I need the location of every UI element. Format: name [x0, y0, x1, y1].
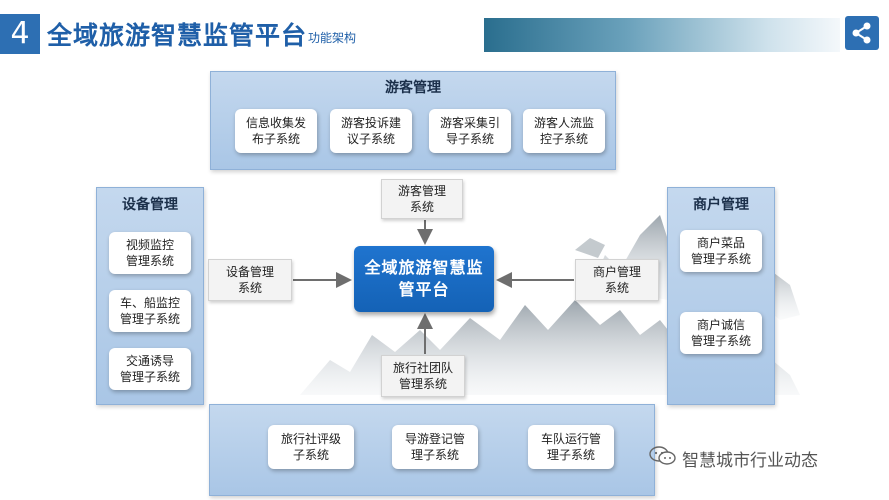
box-line: 系统 [237, 281, 262, 295]
box-line: 管理系统 [398, 377, 447, 391]
wechat-icon [649, 446, 676, 465]
box-line: 游客投诉建 [340, 116, 401, 130]
box-line: 管理系统 [125, 254, 174, 268]
merchant-connector-box[interactable]: 商户管理系统 [575, 259, 659, 301]
subsystem-box[interactable]: 车、船监控管理子系统 [109, 290, 191, 332]
travel-agency-panel: 旅行社评级子系统 导游登记管理子系统 车队运行管理子系统 [209, 404, 655, 496]
subsystem-box[interactable]: 交通诱导管理子系统 [109, 348, 191, 390]
box-line: 子系统 [292, 448, 329, 462]
subsystem-box[interactable]: 视频监控管理系统 [109, 232, 191, 274]
device-management-panel: 设备管理 视频监控管理系统 车、船监控管理子系统 交通诱导管理子系统 [96, 187, 204, 405]
box-line: 游客管理 [397, 184, 446, 198]
box-line: 游客采集引 [439, 116, 500, 130]
box-line: 管理子系统 [690, 334, 751, 348]
watermark-text: 智慧城市行业动态 [682, 451, 818, 471]
travel-agency-connector-box[interactable]: 旅行社团队管理系统 [381, 355, 465, 397]
page-subtitle: 功能架构 [308, 31, 357, 45]
merchant-management-panel: 商户管理 商户菜品管理子系统 商户诚信管理子系统 [667, 187, 775, 405]
box-line: 管理子系统 [119, 370, 180, 384]
subsystem-box[interactable]: 游客人流监控子系统 [523, 109, 605, 153]
box-line: 商户菜品 [696, 236, 745, 250]
box-line: 理子系统 [546, 448, 595, 462]
box-line: 控子系统 [539, 132, 588, 146]
box-line: 理子系统 [410, 448, 459, 462]
box-line: 管理子系统 [119, 312, 180, 326]
box-line: 议子系统 [346, 132, 395, 146]
header-gradient-bar [484, 18, 840, 52]
box-line: 管理子系统 [690, 252, 751, 266]
subsystem-box[interactable]: 导游登记管理子系统 [392, 425, 478, 469]
subsystem-box[interactable]: 信息收集发布子系统 [235, 109, 317, 153]
share-button[interactable] [845, 16, 879, 50]
tourist-management-panel: 游客管理 信息收集发布子系统 游客投诉建议子系统 游客采集引导子系统 游客人流监… [210, 71, 616, 170]
subsystem-box[interactable]: 游客采集引导子系统 [429, 109, 511, 153]
box-line: 导游登记管 [404, 432, 465, 446]
box-line: 旅行社评级 [280, 432, 341, 446]
merchant-panel-title: 商户管理 [693, 197, 749, 213]
tourist-panel-title: 游客管理 [385, 80, 441, 96]
box-line: 布子系统 [251, 132, 300, 146]
subsystem-box[interactable]: 游客投诉建议子系统 [330, 109, 412, 153]
subsystem-box[interactable]: 车队运行管理子系统 [528, 425, 614, 469]
box-line: 设备管理 [225, 265, 274, 279]
box-line: 视频监控 [125, 238, 174, 252]
box-line: 信息收集发 [245, 116, 306, 130]
watermark: 智慧城市行业动态 [649, 446, 818, 471]
subsystem-box[interactable]: 旅行社评级子系统 [268, 425, 354, 469]
center-line: 管平台 [398, 280, 450, 299]
box-line: 商户诚信 [696, 318, 745, 332]
device-panel-title: 设备管理 [122, 197, 178, 213]
box-line: 导子系统 [445, 132, 494, 146]
subsystem-box[interactable]: 商户菜品管理子系统 [680, 230, 762, 272]
center-line: 全域旅游智慧监 [364, 258, 484, 277]
box-line: 系统 [409, 200, 434, 214]
device-connector-box[interactable]: 设备管理系统 [208, 259, 292, 301]
page-title: 全域旅游智慧监管平台 [47, 21, 308, 50]
box-line: 交通诱导 [125, 354, 174, 368]
center-platform-box[interactable]: 全域旅游智慧监管平台 [354, 246, 494, 312]
tourist-connector-box[interactable]: 游客管理系统 [381, 179, 463, 219]
subsystem-box[interactable]: 商户诚信管理子系统 [680, 312, 762, 354]
box-line: 游客人流监 [533, 116, 594, 130]
section-number: 4 [0, 14, 40, 54]
box-line: 车、船监控 [119, 296, 180, 310]
share-icon [852, 22, 871, 44]
box-line: 车队运行管 [540, 432, 601, 446]
box-line: 系统 [604, 281, 629, 295]
box-line: 旅行社团队 [392, 361, 453, 375]
box-line: 商户管理 [592, 265, 641, 279]
